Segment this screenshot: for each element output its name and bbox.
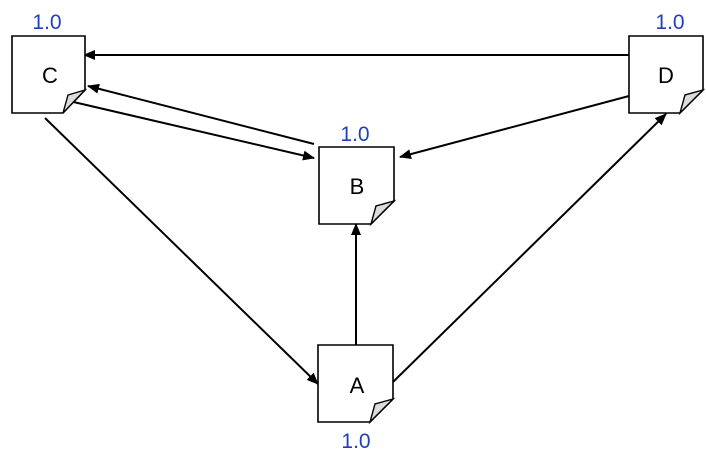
- edge-a-to-d: [392, 113, 667, 383]
- edges-layer: [44, 50, 667, 385]
- node-score-b: 1.0: [340, 123, 369, 146]
- edge-c-to-a: [44, 117, 319, 385]
- node-label-b: B: [350, 174, 365, 199]
- node-c: C 1.0: [11, 11, 88, 114]
- node-label-d: D: [658, 63, 674, 88]
- node-label-c: C: [42, 63, 58, 88]
- node-score-a: 1.0: [341, 430, 370, 453]
- edge-c-to-b: [64, 99, 315, 161]
- edge-b-to-c: [87, 83, 315, 145]
- node-label-a: A: [350, 373, 365, 398]
- node-score-d: 1.0: [655, 11, 684, 34]
- node-b: B 1.0: [318, 123, 397, 227]
- page-fold-a: [368, 397, 396, 425]
- edge-d-to-b: [399, 95, 630, 160]
- node-score-c: 1.0: [32, 11, 61, 34]
- node-a: A 1.0: [317, 344, 396, 453]
- page-fold-d: [678, 88, 706, 116]
- node-d: D 1.0: [628, 11, 706, 116]
- page-fold-b: [369, 199, 397, 227]
- page-fold-c: [62, 88, 88, 114]
